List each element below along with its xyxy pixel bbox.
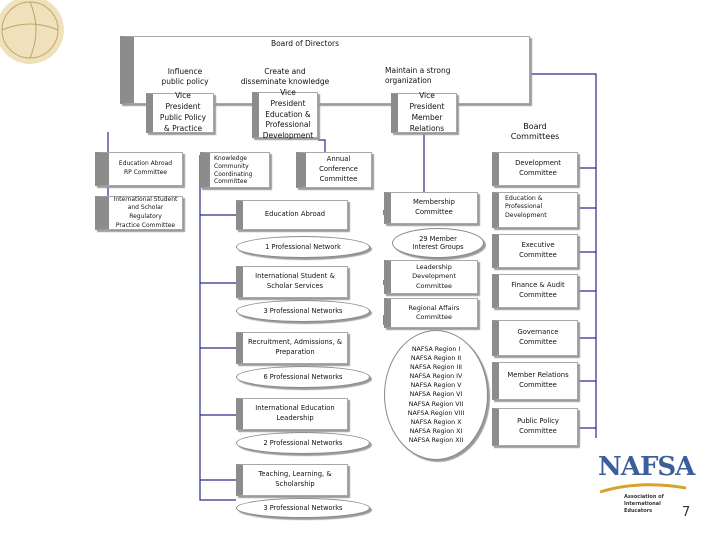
governance-committee: Governance Committee	[492, 320, 578, 356]
maintain-goal: Maintain a strong organization	[385, 66, 451, 85]
community-education-abroad: Education Abroad	[236, 200, 348, 230]
region-item: NAFSA Region VIII	[407, 409, 465, 417]
nafsa-logo: NAFSA Association of International Educa…	[598, 452, 695, 522]
network-oval-1: 1 Professional Network	[236, 236, 370, 258]
logo-swoosh-icon	[599, 483, 687, 494]
development-committee: Development Committee	[492, 152, 578, 186]
region-item: NAFSA Region XII	[408, 437, 464, 445]
page-number: 7	[682, 505, 691, 520]
member-relations-committee: Member Relations Committee	[492, 362, 578, 400]
logo-tagline: Association of International Educators	[624, 494, 664, 514]
board-committees-label: Board Committees	[510, 122, 560, 142]
region-item: NAFSA Region XI	[409, 427, 463, 435]
network-oval-4: 2 Professional Networks	[236, 432, 370, 454]
logo-wordmark: NAFSA	[598, 452, 695, 482]
annual-conference-committee: Annual Conference Committee	[296, 152, 372, 188]
influence-goal: Influence public policy	[161, 67, 209, 86]
vp-public-policy: Vice President Public Policy & Practice	[146, 91, 214, 133]
community-teaching: Teaching, Learning, & Scholarship	[236, 464, 348, 496]
region-item: NAFSA Region III	[409, 364, 463, 372]
vp-education: Vice President Education & Professional …	[252, 88, 318, 140]
executive-committee: Executive Committee	[492, 234, 578, 268]
public-policy-committee: Public Policy Committee	[492, 408, 578, 446]
education-abroad-rp-committee: Education Abroad RP Committee	[95, 152, 183, 186]
globe-icon	[0, 0, 64, 64]
network-oval-5: 3 Professional Networks	[236, 498, 370, 518]
finance-audit-committee: Finance & Audit Committee	[492, 274, 578, 308]
member-interest-groups: 29 Member Interest Groups	[392, 228, 484, 258]
vp-member-relations: Vice President Member Relations	[391, 91, 457, 133]
network-oval-3: 6 Professional Networks	[236, 366, 370, 388]
region-item: NAFSA Region V	[410, 382, 462, 390]
region-item: NAFSA Region IV	[409, 373, 463, 381]
issr-regulatory-committee: International Student and Scholar Regula…	[95, 196, 183, 230]
leadership-development-committee: Leadership Development Committee	[384, 260, 478, 294]
region-item: NAFSA Region VI	[409, 391, 463, 399]
board-title: Board of Directors	[270, 39, 340, 48]
community-recruitment: Recruitment, Admissions, & Preparation	[236, 332, 348, 364]
knowledge-community-committee: Knowledge Community Coordinating Committ…	[200, 152, 270, 188]
community-leadership: International Education Leadership	[236, 398, 348, 430]
create-goal: Create and disseminate knowledge	[240, 67, 330, 86]
edu-prof-dev-committee: Education & Professional Development	[492, 192, 578, 228]
network-oval-2: 3 Professional Networks	[236, 300, 370, 322]
region-item: NAFSA Region II	[410, 354, 462, 362]
membership-committee: Membership Committee	[384, 192, 478, 224]
board-of-directors-box	[120, 36, 530, 104]
region-item: NAFSA Region X	[410, 418, 462, 426]
nafsa-regions-oval: NAFSA Region I NAFSA Region II NAFSA Reg…	[384, 330, 488, 460]
regional-affairs-committee: Regional Affairs Committee	[384, 298, 478, 328]
region-item: NAFSA Region VII	[408, 400, 464, 408]
community-isss: International Student & Scholar Services	[236, 266, 348, 298]
region-item: NAFSA Region I	[411, 345, 461, 353]
